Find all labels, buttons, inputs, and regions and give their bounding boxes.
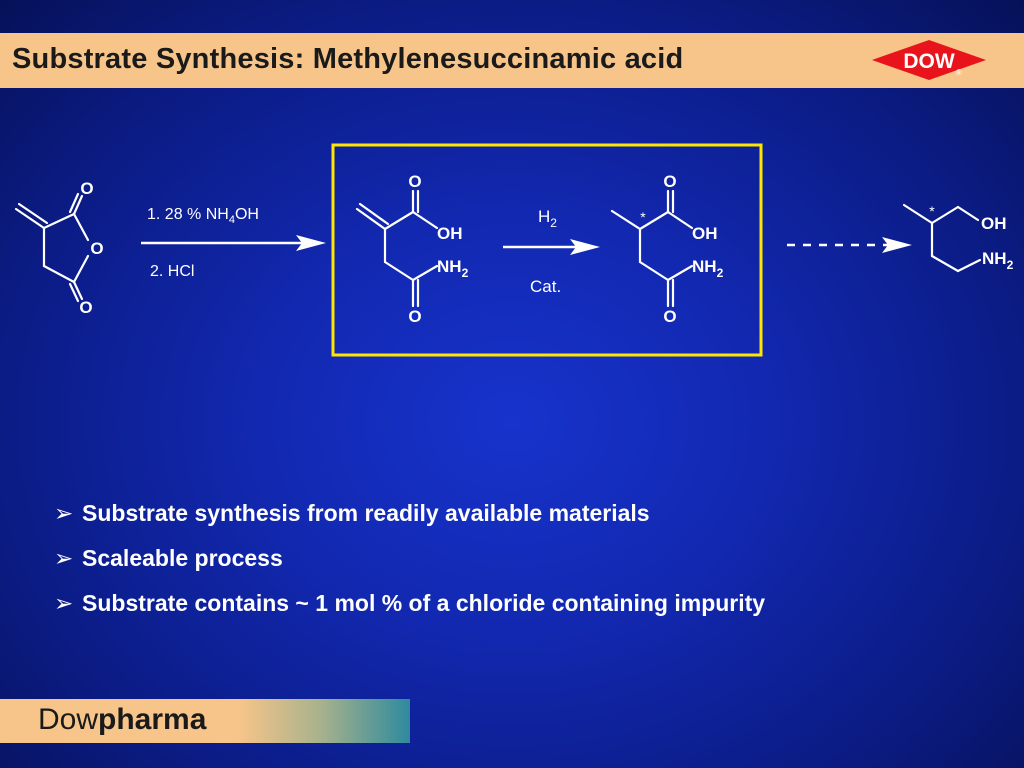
logo-text: DOW: [903, 50, 955, 73]
anhydride-o-top: O: [80, 179, 93, 198]
itaconic-anhydride-structure: [14, 192, 90, 303]
methylene-oh: OH: [437, 224, 463, 243]
methyl-o-top: O: [663, 172, 676, 191]
methyl-nh2: NH2: [692, 257, 724, 280]
bullet-item: ➢ Substrate contains ~ 1 mol % of a chlor…: [54, 587, 765, 632]
methyl-o-bottom: O: [663, 307, 676, 326]
page-title: Substrate Synthesis: Methylenesuccinamic…: [12, 43, 684, 75]
step2-reagent-top: H2: [538, 207, 557, 230]
methylene-nh2: NH2: [437, 257, 469, 280]
amino-oh: OH: [981, 214, 1007, 233]
reaction-scheme: O O O 1. 28 % NH4OH 2. HCl O OH NH2 O H2…: [14, 143, 1014, 357]
footer-band: Dowpharma: [0, 699, 410, 743]
aminoalcohol-structure: [902, 203, 982, 273]
anhydride-o-bottom: O: [79, 298, 92, 317]
title-bar: Substrate Synthesis: Methylenesuccinamic…: [0, 33, 1024, 88]
bullet-text: Substrate synthesis from readily availab…: [82, 500, 650, 526]
step1-reagent-1: 1. 28 % NH4OH: [147, 206, 259, 226]
footer-brand-bold: pharma: [98, 703, 207, 736]
amino-stereocenter-star: *: [929, 203, 935, 219]
reaction-arrow-2: [503, 239, 600, 255]
methylenesuccinamic-acid-structure: [355, 189, 439, 308]
bullet-arrow-icon: ➢: [54, 500, 74, 526]
step1-reagent-2: 2. HCl: [150, 263, 194, 280]
methylsuccinamic-acid-structure: [610, 189, 694, 308]
methylene-o-bottom: O: [408, 307, 421, 326]
anhydride-o-ring: O: [90, 239, 103, 258]
bullet-list: ➢ Substrate synthesis from readily availa…: [54, 497, 765, 632]
bullet-item: ➢ Scaleable process: [54, 542, 765, 587]
bullet-item: ➢ Substrate synthesis from readily availa…: [54, 497, 765, 542]
bullet-text: Substrate contains ~ 1 mol % of a chlori…: [82, 590, 766, 616]
methyl-oh: OH: [692, 224, 718, 243]
dashed-arrow: [787, 237, 912, 253]
bullet-arrow-icon: ➢: [54, 545, 74, 571]
reaction-arrow-1: [141, 235, 326, 251]
dow-logo: DOW ®: [872, 40, 986, 80]
logo-registered-mark: ®: [956, 68, 962, 77]
bullet-arrow-icon: ➢: [54, 590, 74, 616]
methylene-o-top: O: [408, 172, 421, 191]
bullet-text: Scaleable process: [82, 545, 283, 571]
highlight-box: [331, 143, 763, 357]
footer-brand-regular: Dow: [38, 703, 99, 736]
amino-nh2: NH2: [982, 249, 1014, 272]
footer-brand: Dowpharma: [38, 703, 206, 737]
methyl-stereocenter-star: *: [640, 209, 646, 225]
step2-reagent-bottom: Cat.: [530, 277, 561, 296]
